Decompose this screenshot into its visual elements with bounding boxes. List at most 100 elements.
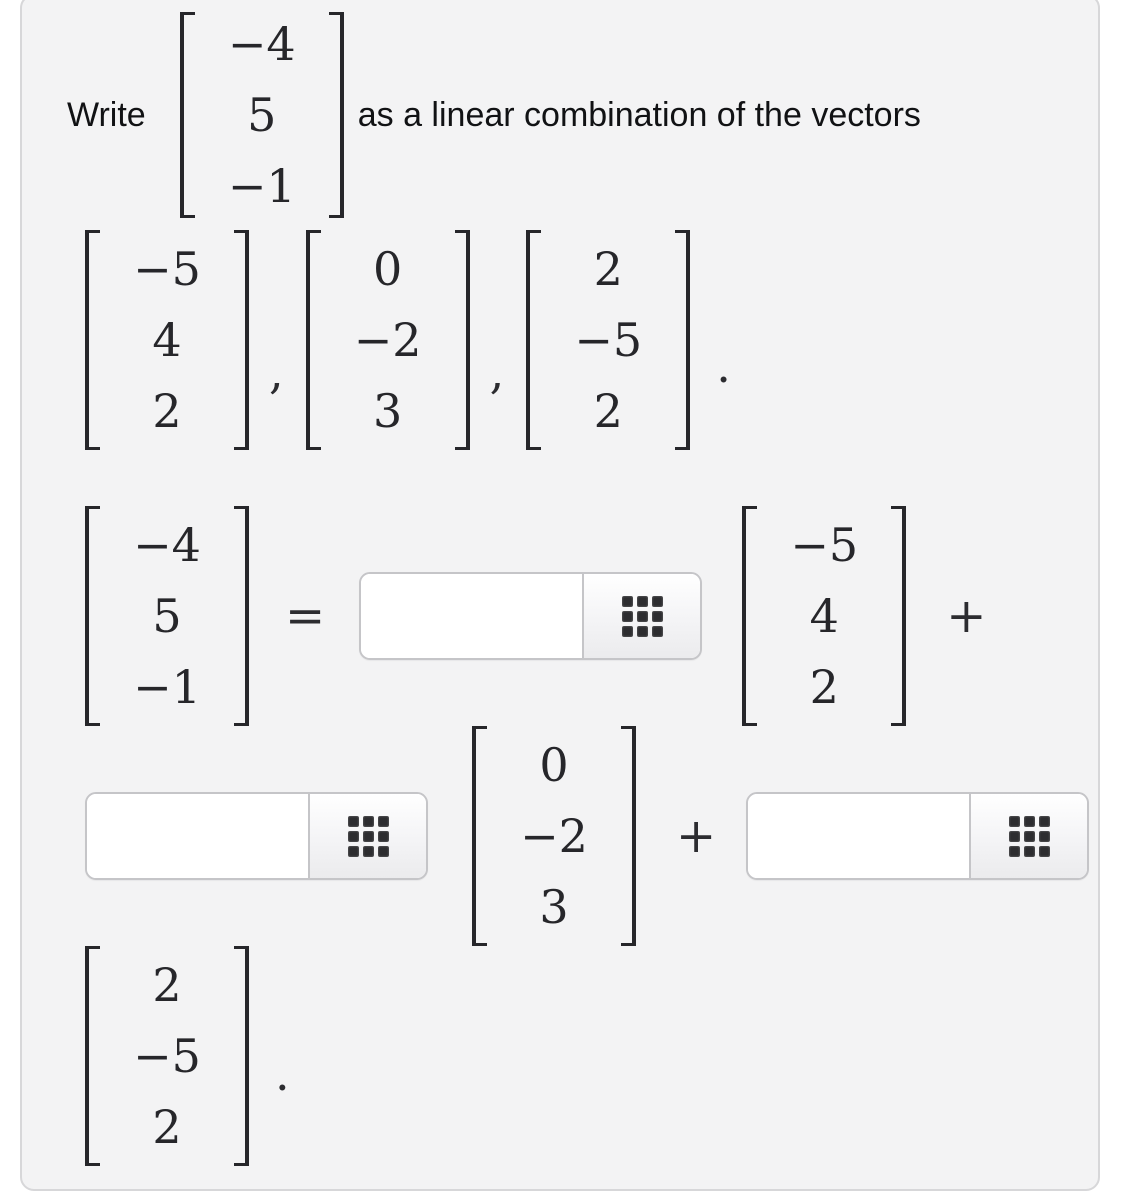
grid-cell <box>1023 845 1035 857</box>
right-bracket-icon <box>328 12 344 218</box>
vector-entry: 5 <box>247 88 277 142</box>
right-bracket-icon <box>234 506 249 726</box>
vector-entries: −4 5 −1 <box>100 506 234 726</box>
left-bracket-icon <box>179 12 195 218</box>
given-vector-1: −5 4 2 <box>85 230 249 450</box>
vector-entry: −5 <box>133 242 201 296</box>
grid-icon <box>347 815 389 857</box>
equation-editor-button-2[interactable] <box>308 794 426 878</box>
vector-entry: 3 <box>539 880 569 934</box>
left-bracket-icon <box>742 506 758 726</box>
problem-statement-row: Write −4 5 −1 as a linear combination of… <box>22 12 1098 218</box>
vector-entry: −5 <box>133 1029 201 1083</box>
plus-sign: + <box>946 588 987 644</box>
problem-panel: Write −4 5 −1 as a linear combination of… <box>20 0 1100 1191</box>
equation-row-2: 0 −2 3 + <box>22 726 1098 946</box>
vector-entry: −1 <box>227 159 296 213</box>
grid-cell <box>621 610 633 622</box>
equals-sign: = <box>285 588 326 644</box>
vector-entry: −5 <box>574 313 643 367</box>
term-3-vector: 2 −5 2 <box>85 946 249 1166</box>
vector-entry: 2 <box>152 1100 182 1154</box>
grid-cell <box>362 830 374 842</box>
left-bracket-icon <box>85 230 100 450</box>
vector-entries: −5 4 2 <box>757 506 891 726</box>
given-vector-2: 0 −2 3 <box>305 230 470 450</box>
vector-entries: −5 4 2 <box>100 230 234 450</box>
grid-cell <box>636 595 648 607</box>
vector-entry: 0 <box>372 242 403 296</box>
right-bracket-icon <box>891 506 907 726</box>
right-bracket-icon <box>234 230 249 450</box>
term-2-vector: 0 −2 3 <box>472 726 636 946</box>
vector-entries: 2 −5 2 <box>100 946 234 1166</box>
right-bracket-icon <box>675 230 691 450</box>
grid-cell <box>1038 830 1050 842</box>
equation-editor-button-3[interactable] <box>969 794 1088 878</box>
vector-entry: 5 <box>152 589 182 643</box>
equation-row-3: 2 −5 2 . <box>22 946 1098 1166</box>
grid-cell <box>1038 845 1050 857</box>
vector-entry: 2 <box>152 958 182 1012</box>
left-bracket-icon <box>472 726 487 946</box>
separator-period: . <box>275 1047 290 1101</box>
target-vector: −4 5 −1 <box>179 12 344 218</box>
vector-entry: 4 <box>809 589 839 643</box>
coefficient-input-2[interactable] <box>87 794 308 878</box>
vector-entry: 0 <box>539 738 569 792</box>
coefficient-input-3[interactable] <box>748 794 970 878</box>
equation-lhs-vector: −4 5 −1 <box>85 506 249 726</box>
vector-entry: −2 <box>520 809 588 863</box>
left-bracket-icon <box>85 946 100 1166</box>
vector-entry: −5 <box>790 518 859 572</box>
vector-entry: 3 <box>372 384 403 438</box>
grid-cell <box>362 845 374 857</box>
grid-cell <box>621 595 633 607</box>
vector-entries: 2 −5 2 <box>541 230 675 450</box>
grid-cell <box>1023 815 1035 827</box>
left-bracket-icon <box>85 506 100 726</box>
vector-entries: 0 −2 3 <box>321 230 455 450</box>
separator-comma: , <box>489 345 505 399</box>
grid-cell <box>347 845 359 857</box>
answer-control-2 <box>85 792 428 880</box>
vector-entries: −4 5 −1 <box>195 12 329 218</box>
equation-editor-button-1[interactable] <box>582 574 701 658</box>
vector-entry: 2 <box>152 384 182 438</box>
grid-cell <box>621 625 633 637</box>
answer-control-1 <box>359 572 703 660</box>
problem-text-suffix: as a linear combination of the vectors <box>357 95 921 134</box>
given-vector-3: 2 −5 2 <box>526 230 691 450</box>
plus-sign: + <box>676 808 717 864</box>
separator-comma: , <box>269 345 284 399</box>
grid-icon <box>621 595 663 637</box>
grid-cell <box>636 625 648 637</box>
equation-row-1: −4 5 −1 = −5 4 2 <box>22 506 1098 726</box>
grid-cell <box>651 625 663 637</box>
grid-cell <box>1008 845 1020 857</box>
grid-cell <box>1023 830 1035 842</box>
vector-entry: −2 <box>353 313 422 367</box>
grid-cell <box>377 845 389 857</box>
term-1-vector: −5 4 2 <box>742 506 907 726</box>
grid-cell <box>347 815 359 827</box>
vector-entry: 2 <box>809 660 839 714</box>
grid-cell <box>651 610 663 622</box>
grid-cell <box>1008 830 1020 842</box>
right-bracket-icon <box>234 946 249 1166</box>
grid-cell <box>377 830 389 842</box>
grid-cell <box>362 815 374 827</box>
vector-entry: −1 <box>133 660 201 714</box>
vector-entry: 2 <box>593 242 623 296</box>
vector-entry: −4 <box>133 518 201 572</box>
grid-cell <box>651 595 663 607</box>
vector-entry: 4 <box>152 313 182 367</box>
vector-entries: 0 −2 3 <box>487 726 621 946</box>
vector-entry: −4 <box>227 17 296 71</box>
left-bracket-icon <box>526 230 542 450</box>
answer-control-3 <box>746 792 1090 880</box>
grid-cell <box>347 830 359 842</box>
left-bracket-icon <box>305 230 321 450</box>
grid-cell <box>1038 815 1050 827</box>
coefficient-input-1[interactable] <box>361 574 583 658</box>
